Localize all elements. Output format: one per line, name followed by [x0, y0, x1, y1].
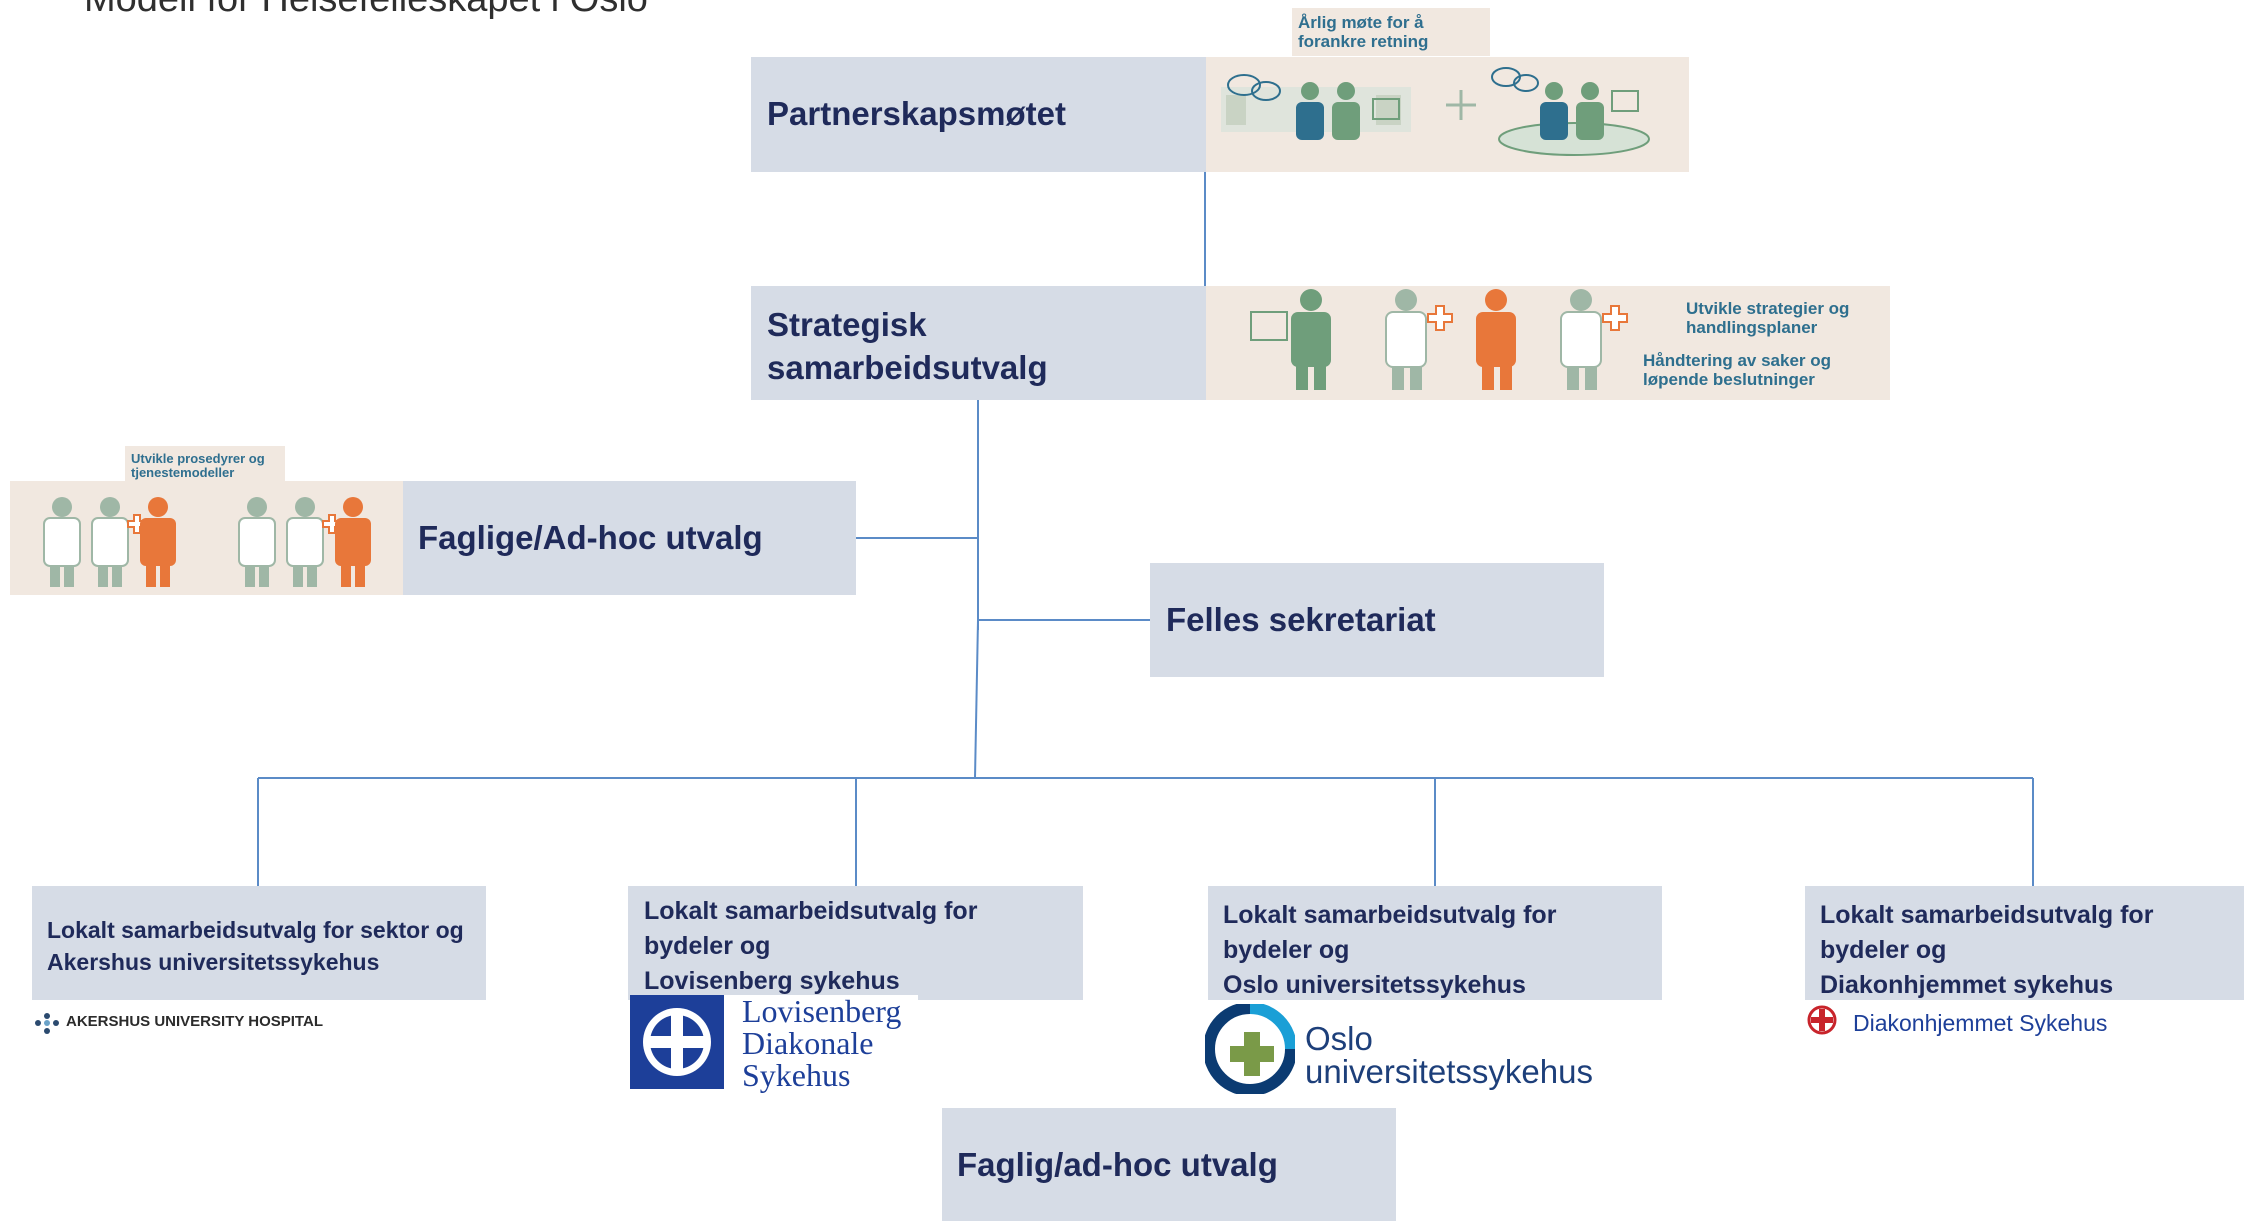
faglige-caption: Utvikle prosedyrer og tjenestemodeller [125, 446, 285, 486]
local-oslo-line3: Oslo universitetssykehus [1223, 971, 1526, 999]
local-box-akershus: Lokalt samarbeidsutvalg for sektor og Ak… [32, 886, 486, 1000]
akershus-dots-icon [35, 1013, 59, 1034]
page-title: Modell for Helsefelleskapet i Oslo [84, 0, 648, 21]
local-lovisenberg-line2: bydeler og [644, 932, 771, 960]
faglige-group-2 [238, 497, 371, 587]
people-meeting-icon [1221, 67, 1650, 156]
local-oslo-line2: bydeler og [1223, 936, 1350, 964]
people-procedures-icon [43, 497, 371, 587]
partnerskapsmotet-caption-line2: forankre retning [1298, 31, 1429, 51]
faglige-box: Faglige/Ad-hoc utvalg [403, 481, 856, 595]
local-box-lovisenberg: Lokalt samarbeidsutvalg for bydeler og L… [628, 886, 1083, 1000]
strategisk-illustration: Utvikle strategier og handlingsplaner Hå… [1206, 286, 1890, 400]
faglige-illustration [10, 481, 403, 595]
strategisk-label-line2: samarbeidsutvalg [767, 348, 1048, 386]
felles-sekretariat-label: Felles sekretariat [1166, 601, 1436, 638]
strategisk-caption2: Håndtering av saker og løpende beslutnin… [1643, 351, 1832, 389]
faglige-group-1 [43, 497, 176, 587]
lovisenberg-emblem-icon [630, 995, 724, 1089]
connector-trunk-lower [974, 619, 979, 779]
local-box-diakonhjemmet: Lokalt samarbeidsutvalg for bydeler og D… [1805, 886, 2244, 1000]
lovisenberg-logo-line2: Diakonale [742, 1025, 874, 1061]
ous-logo-line1: Oslo [1305, 1020, 1373, 1057]
faglige-label: Faglige/Ad-hoc utvalg [418, 519, 763, 556]
faglig-adhoc-bottom-box: Faglig/ad-hoc utvalg [942, 1108, 1396, 1221]
felles-sekretariat-box: Felles sekretariat [1150, 563, 1604, 677]
local-box-oslo: Lokalt samarbeidsutvalg for bydeler og O… [1208, 886, 1662, 1000]
local-lovisenberg-line1: Lokalt samarbeidsutvalg for [644, 897, 978, 925]
local-diakonhjemmet-line1: Lokalt samarbeidsutvalg for [1820, 901, 2154, 929]
lovisenberg-logo-line3: Sykehus [742, 1057, 851, 1093]
strategisk-caption1-line1: Utvikle strategier og [1686, 299, 1850, 318]
lovisenberg-logo-text: Lovisenberg Diakonale Sykehus [742, 995, 901, 1091]
strategisk-caption1-line2: handlingsplaner [1686, 317, 1818, 337]
local-akershus-line2: Akershus universitetssykehus [47, 949, 380, 976]
faglige-caption-line2: tjenestemodeller [131, 465, 235, 481]
ous-logo: Oslo universitetssykehus [1205, 1004, 1625, 1094]
ous-emblem-icon [1205, 1004, 1295, 1094]
lovisenberg-logo: Lovisenberg Diakonale Sykehus [630, 995, 918, 1091]
people-strategy-icon [1250, 289, 1628, 390]
partnerskapsmotet-label: Partnerskapsmøtet [767, 95, 1066, 132]
ous-logo-line2: universitetssykehus [1305, 1053, 1593, 1090]
local-lovisenberg-line3: Lovisenberg sykehus [644, 967, 900, 995]
strategisk-box: Strategisk samarbeidsutvalg [751, 286, 1206, 400]
strategisk-caption1: Utvikle strategier og handlingsplaner [1686, 299, 1850, 337]
strategisk-label-line1: Strategisk [767, 306, 927, 343]
diakonhjemmet-emblem-icon [1807, 1005, 1837, 1035]
lovisenberg-logo-line1: Lovisenberg [742, 993, 902, 1029]
local-akershus-line1: Lokalt samarbeidsutvalg for sektor og [47, 917, 464, 943]
strategisk-caption2-line2: løpende beslutninger [1643, 369, 1815, 389]
diakonhjemmet-logo-text: Diakonhjemmet Sykehus [1853, 1010, 2108, 1036]
partnerskapsmotet-caption: Årlig møte for å forankre retning [1292, 8, 1490, 56]
strategisk-caption2-line1: Håndtering av saker og [1643, 351, 1832, 370]
faglige-caption-line1: Utvikle prosedyrer og [131, 451, 265, 466]
partnerskapsmotet-caption-line1: Årlig møte for å [1298, 13, 1424, 32]
local-diakonhjemmet-line3: Diakonhjemmet sykehus [1820, 971, 2114, 999]
faglig-adhoc-bottom-label: Faglig/ad-hoc utvalg [957, 1146, 1278, 1183]
local-oslo-line1: Lokalt samarbeidsutvalg for [1223, 901, 1557, 929]
partnerskapsmotet-illustration [1206, 57, 1689, 172]
local-diakonhjemmet-line2: bydeler og [1820, 936, 1947, 964]
akershus-logo-text: AKERSHUS UNIVERSITY HOSPITAL [66, 1013, 323, 1030]
ous-logo-text: Oslo universitetssykehus [1305, 1022, 1593, 1088]
partnerskapsmotet-box: Partnerskapsmøtet [751, 57, 1206, 172]
